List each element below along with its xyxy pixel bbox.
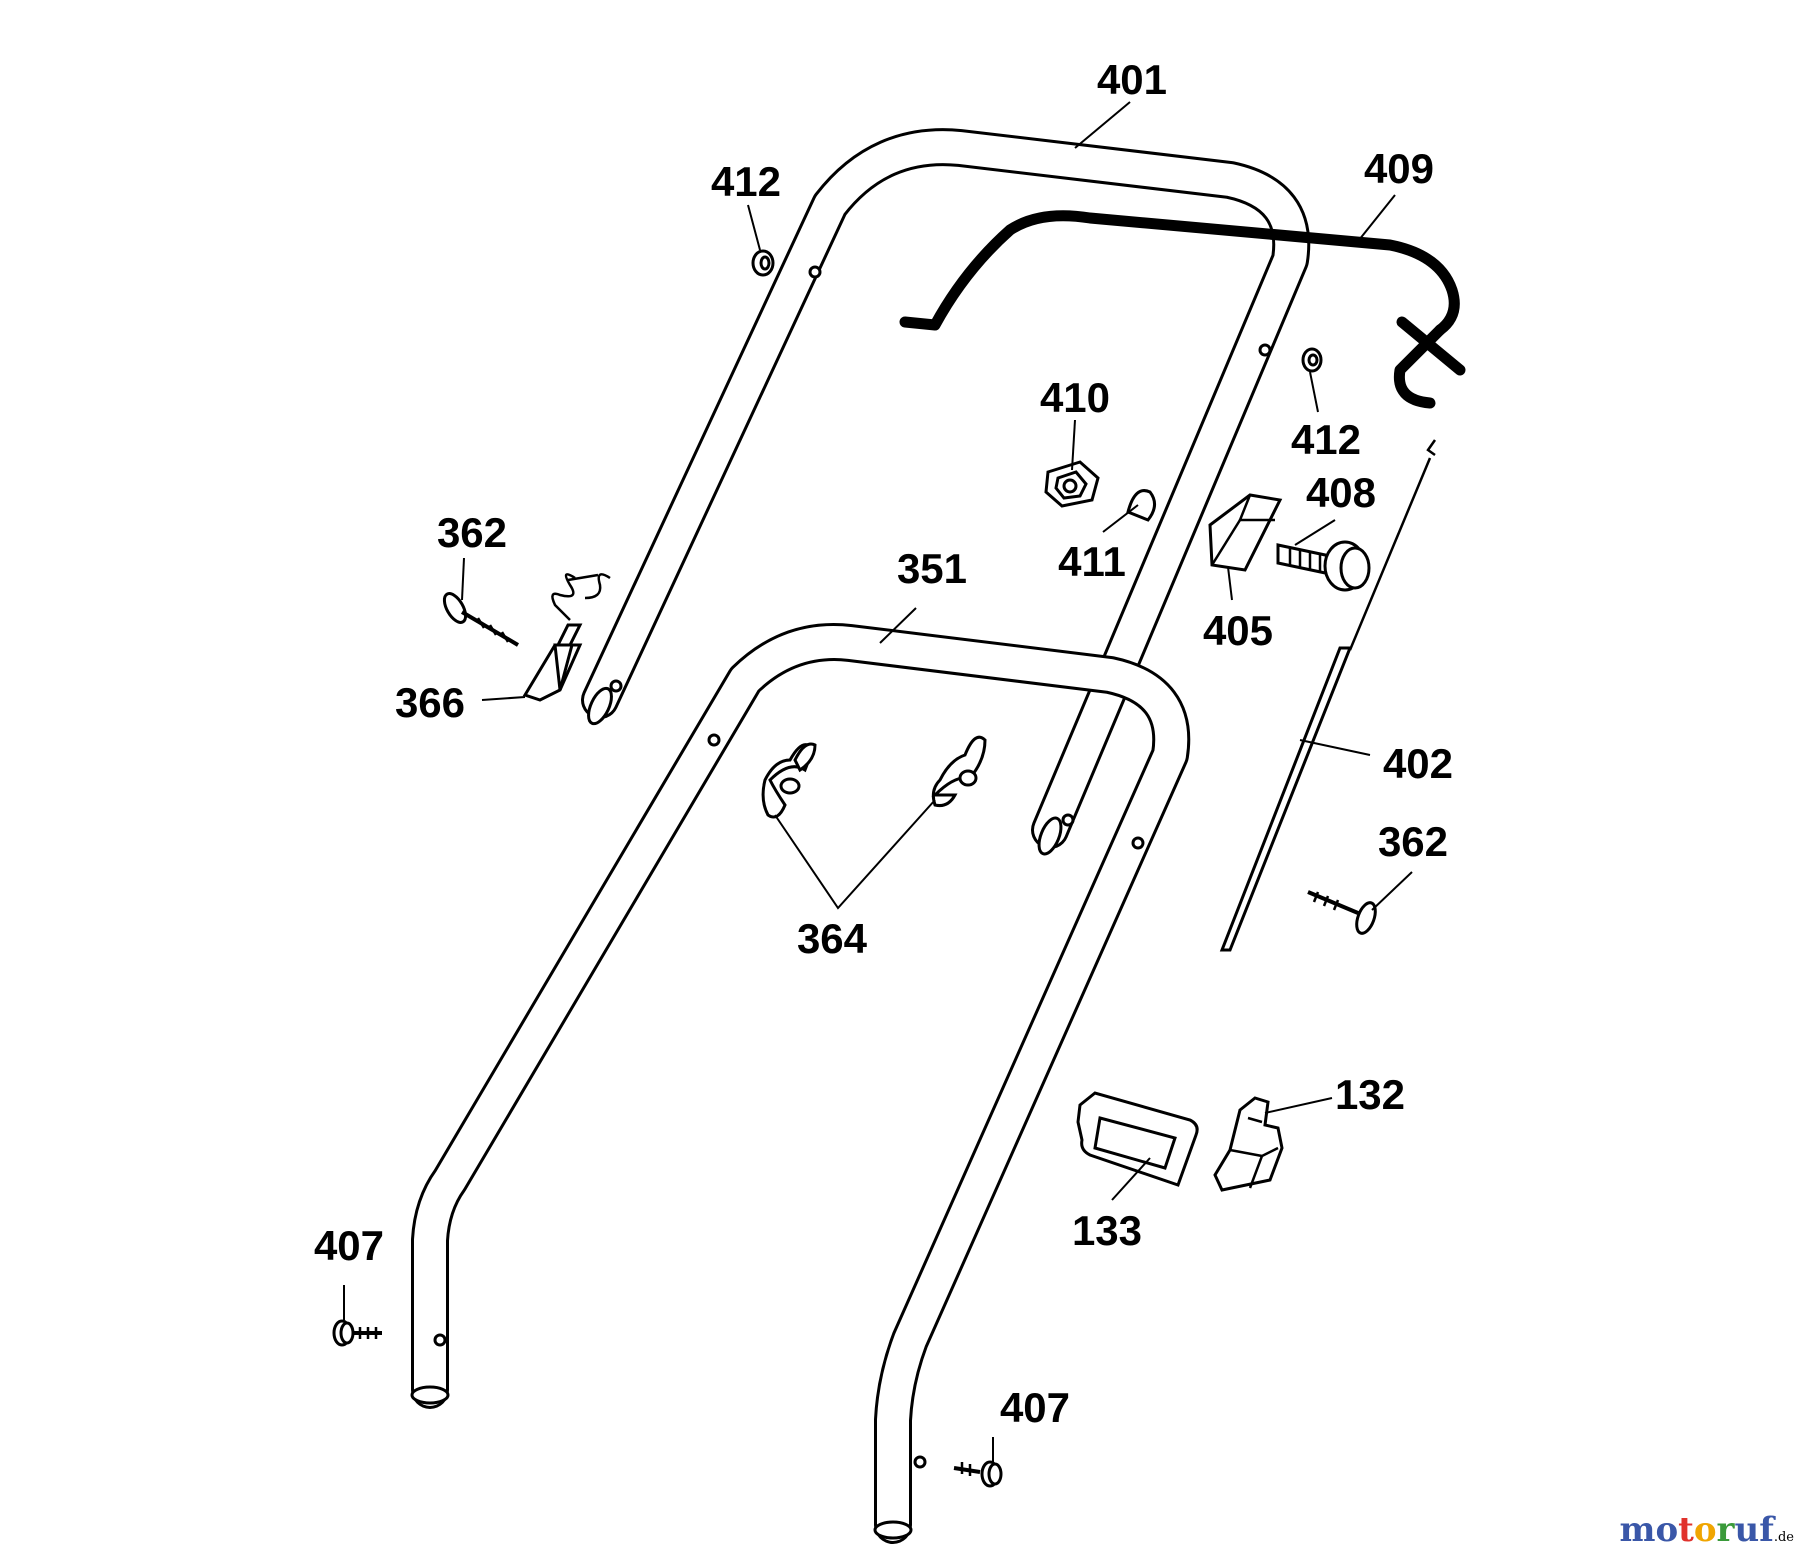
label-405: 405 (1203, 607, 1273, 654)
leader-lines (343, 101, 1413, 1462)
grip-133 (1076, 1091, 1199, 1187)
label-407-left: 407 (314, 1222, 384, 1269)
watermark-logo: motoruf.de (1619, 1510, 1794, 1550)
label-408: 408 (1306, 469, 1376, 516)
rod-402 (1219, 439, 1437, 952)
latch-366 (522, 573, 611, 702)
screw-407-right (953, 1460, 1003, 1488)
watermark-letter: o (1655, 1510, 1679, 1550)
label-351: 351 (897, 545, 967, 592)
watermark-letter: t (1678, 1510, 1694, 1550)
label-412-right: 412 (1291, 416, 1361, 463)
block-405 (1208, 493, 1283, 572)
label-132: 132 (1335, 1071, 1405, 1118)
bolt-362-right (1307, 890, 1377, 935)
bolt-408 (1276, 540, 1371, 592)
watermark-letter: u (1734, 1510, 1760, 1550)
watermark-letter: r (1716, 1510, 1735, 1550)
label-133: 133 (1072, 1207, 1142, 1254)
label-362-right: 362 (1378, 818, 1448, 865)
label-402: 402 (1383, 740, 1453, 787)
washer-412-right (1301, 347, 1323, 373)
label-407-right: 407 (1000, 1384, 1070, 1431)
watermark-letter: o (1693, 1510, 1717, 1550)
washer-411 (1126, 489, 1156, 522)
screw-407-left (332, 1319, 382, 1347)
bolt-362-left (442, 592, 520, 647)
nut-410 (1044, 460, 1100, 508)
watermark-letter: f (1759, 1510, 1774, 1550)
label-412-left: 412 (711, 158, 781, 205)
label-410: 410 (1040, 374, 1110, 421)
upper-handle-401 (581, 128, 1311, 856)
label-362-left: 362 (437, 509, 507, 556)
knob-364-right (931, 735, 987, 807)
label-364: 364 (797, 915, 868, 962)
watermark-suffix: .de (1773, 1530, 1794, 1545)
control-cable-409 (899, 210, 1466, 409)
watermark-letter: m (1619, 1510, 1656, 1550)
label-409: 409 (1364, 145, 1434, 192)
label-366: 366 (395, 679, 465, 726)
washer-412-left (751, 249, 775, 277)
knob-364-left (761, 742, 817, 819)
label-401: 401 (1097, 56, 1167, 103)
label-411: 411 (1058, 538, 1126, 585)
part-labels: 401 409 412 412 410 411 408 405 362 351 … (314, 56, 1453, 1431)
switch-132 (1213, 1096, 1284, 1192)
lower-handle-351 (410, 623, 1191, 1544)
